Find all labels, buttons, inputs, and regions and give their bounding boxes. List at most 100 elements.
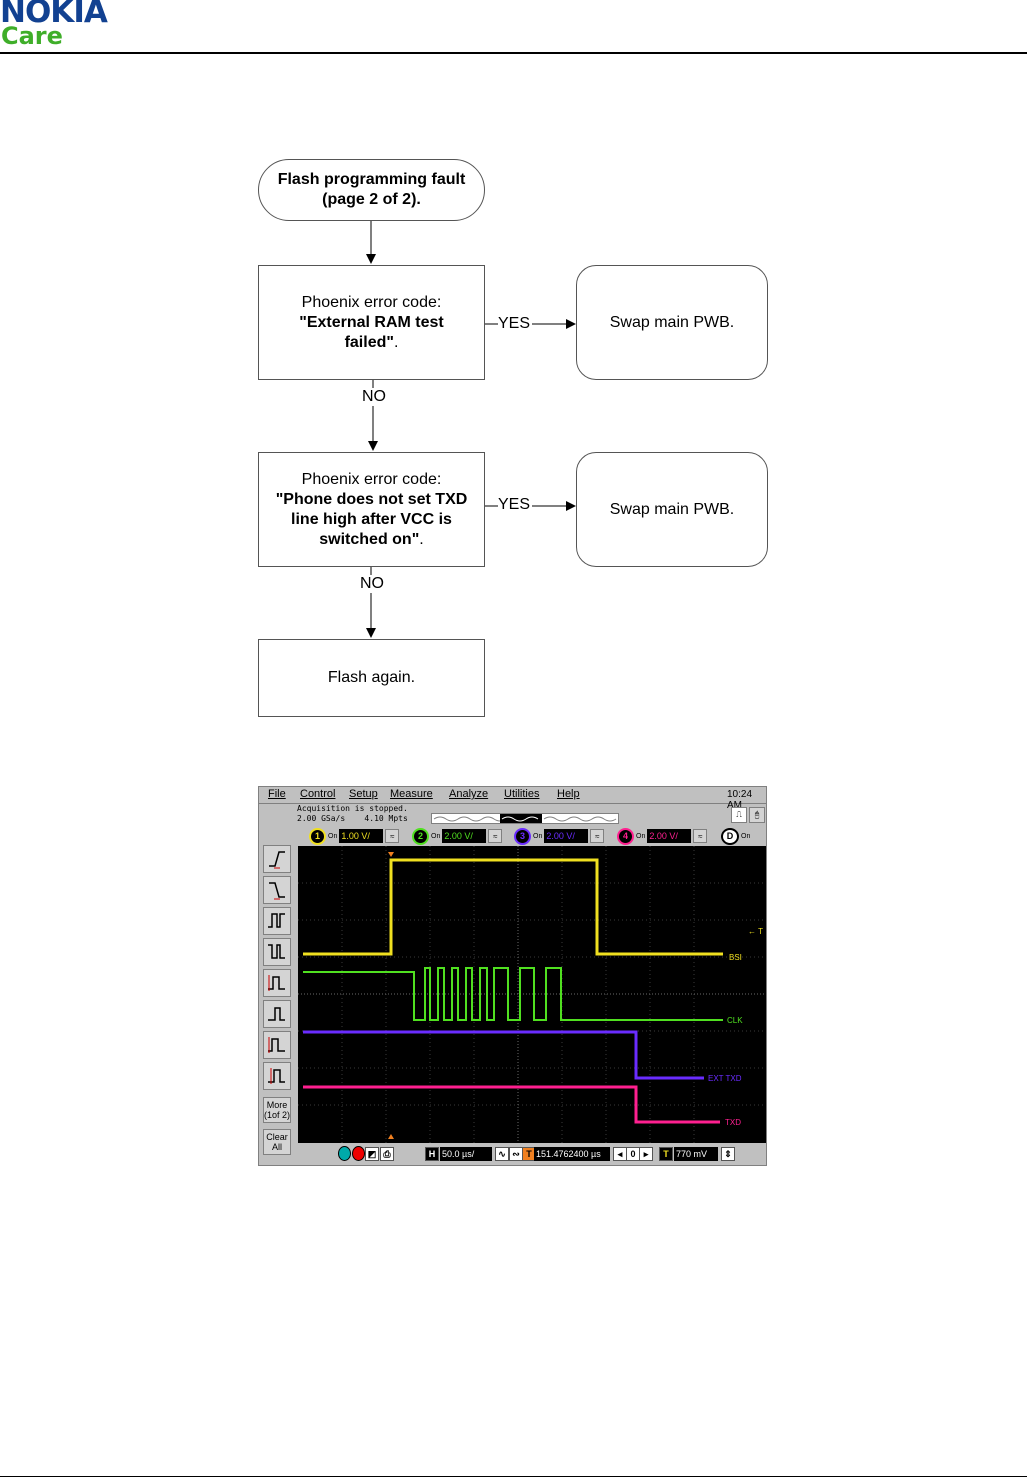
scope-clock: 10:24 AM xyxy=(727,789,753,811)
trigger-level-value[interactable]: 770 mV xyxy=(674,1147,718,1161)
scope-mouse-icon[interactable]: 🖰 xyxy=(749,807,765,823)
fall-time-tool-icon[interactable] xyxy=(263,1062,291,1090)
step2-yes-result-text: Swap main PWB. xyxy=(609,500,735,518)
step1-prefix: Phoenix error code: xyxy=(301,293,442,311)
single-icon[interactable]: ◩ xyxy=(365,1147,379,1161)
digital-badge-icon[interactable]: D xyxy=(721,827,739,845)
channel4-coupling-icon[interactable]: ≈ xyxy=(693,829,708,843)
channel3-controls[interactable]: 3 On 2.00 V/ ≈ xyxy=(514,827,605,845)
flow-end-box: Flash again. xyxy=(258,639,485,717)
label-ext-txd: EXT TXD xyxy=(708,1074,742,1083)
label-bsi: BSI xyxy=(729,953,742,962)
channel2-on[interactable]: On xyxy=(431,832,441,840)
neg-pulse-tool-icon[interactable] xyxy=(263,938,291,966)
channel3-coupling-icon[interactable]: ≈ xyxy=(590,829,605,843)
channel2-controls[interactable]: 2 On 2.00 V/ ≈ xyxy=(412,827,503,845)
pulse-width-tool-icon[interactable] xyxy=(263,907,291,935)
scope-run-mode-icon[interactable]: ⎍ xyxy=(731,807,747,823)
header-rule xyxy=(0,52,1027,54)
rising-edge-tool-icon[interactable] xyxy=(263,845,291,873)
delay-value[interactable]: 151.4762400 µs xyxy=(534,1147,610,1161)
timebase-zoom-icon[interactable]: ∾ xyxy=(509,1147,523,1161)
print-icon[interactable]: ⎙ xyxy=(380,1147,394,1161)
digital-controls[interactable]: D On xyxy=(721,827,750,845)
status-line2: 2.00 GSa/s 4.10 Mpts xyxy=(297,814,408,823)
step1-yes-result-text: Swap main PWB. xyxy=(609,313,735,331)
delay-zero-icon[interactable]: 0 xyxy=(626,1147,640,1161)
step2-suffix: . xyxy=(419,530,424,548)
trace-bsi xyxy=(303,858,723,956)
trigger-marker-bottom xyxy=(388,1134,394,1139)
period-tool-icon[interactable] xyxy=(263,969,291,997)
channel1-controls[interactable]: 1 On 1.00 V/ ≈ xyxy=(309,827,400,845)
oscilloscope-screenshot: File Control Setup Measure Analyze Utili… xyxy=(258,786,767,1166)
falling-edge-tool-icon[interactable] xyxy=(263,876,291,904)
timebase-mode-icon[interactable]: ∿ xyxy=(495,1147,509,1161)
channel2-badge[interactable]: 2 xyxy=(412,827,429,845)
channel3-on[interactable]: On xyxy=(533,832,543,840)
run-icon[interactable] xyxy=(338,1146,351,1161)
start-line1: Flash programming fault xyxy=(277,171,466,188)
menu-utilities[interactable]: Utilities xyxy=(504,788,540,800)
clear-all-button[interactable]: Clear All xyxy=(263,1129,291,1155)
trace-txd xyxy=(303,1085,720,1124)
nokia-logo: NOKIA xyxy=(0,0,108,30)
overview-wave-icon xyxy=(433,814,617,823)
delay-left-icon[interactable]: ◂ xyxy=(613,1147,627,1161)
label-txd: TXD xyxy=(725,1118,741,1127)
channel4-controls[interactable]: 4 On 2.00 V/ ≈ xyxy=(617,827,708,845)
step2-yes-result: Swap main PWB. xyxy=(576,452,768,567)
channel1-on[interactable]: On xyxy=(328,832,338,840)
channel2-coupling-icon[interactable]: ≈ xyxy=(488,829,503,843)
channel1-coupling-icon[interactable]: ≈ xyxy=(385,829,400,843)
menu-control[interactable]: Control xyxy=(300,788,336,800)
stop-icon[interactable] xyxy=(352,1146,365,1161)
trigger-marker-top xyxy=(388,852,394,857)
flow-start-terminal: Flash programming fault (page 2 of 2). xyxy=(258,159,485,221)
end-text: Flash again. xyxy=(327,669,416,686)
scope-status: Acquisition is stopped. 2.00 GSa/s 4.10 … xyxy=(297,804,408,824)
trigger-level-marker: ← T xyxy=(748,927,763,936)
step2-bold: "Phone does not set TXD line high after … xyxy=(275,490,468,548)
scope-overview-bar[interactable] xyxy=(431,813,619,824)
flow-step2-decision: Phoenix error code: "Phone does not set … xyxy=(258,452,485,567)
trace-ext-txd xyxy=(303,1030,704,1080)
flow-step1-decision: Phoenix error code: "External RAM test f… xyxy=(258,265,485,380)
rise-time-tool-icon[interactable] xyxy=(263,1031,291,1059)
channel4-scale[interactable]: 2.00 V/ xyxy=(647,829,692,843)
channel4-on[interactable]: On xyxy=(636,832,646,840)
menu-setup[interactable]: Setup xyxy=(349,788,378,800)
trigger-level-stepper-icon[interactable]: ⇕ xyxy=(721,1147,735,1161)
horizontal-label: H xyxy=(425,1147,439,1161)
step2-no-label: NO xyxy=(360,575,384,592)
menu-help[interactable]: Help xyxy=(557,788,580,800)
menu-measure[interactable]: Measure xyxy=(390,788,433,800)
timebase-value[interactable]: 50.0 µs/ xyxy=(440,1147,492,1161)
channel1-scale[interactable]: 1.00 V/ xyxy=(339,829,384,843)
more-button[interactable]: More (1of 2) xyxy=(263,1097,291,1123)
step1-yes-label: YES xyxy=(498,315,531,332)
menu-analyze[interactable]: Analyze xyxy=(449,788,489,800)
status-line1: Acquisition is stopped. xyxy=(297,804,408,813)
digital-on[interactable]: On xyxy=(741,832,751,840)
menu-file[interactable]: File xyxy=(268,788,286,800)
step2-yes-label: YES xyxy=(498,496,531,513)
footer-rule xyxy=(0,1476,1027,1477)
trace-clk xyxy=(303,967,723,1021)
channel3-badge[interactable]: 3 xyxy=(514,827,531,845)
delay-right-icon[interactable]: ▸ xyxy=(639,1147,653,1161)
step1-yes-result: Swap main PWB. xyxy=(576,265,768,380)
channel4-badge[interactable]: 4 xyxy=(617,827,634,845)
waveform-display xyxy=(298,846,766,1143)
step1-bold: "External RAM test failed" xyxy=(299,313,444,351)
step1-suffix: . xyxy=(393,333,399,351)
frequency-tool-icon[interactable] xyxy=(263,1000,291,1028)
start-line2: (page 2 of 2). xyxy=(322,191,421,208)
flowchart-connectors xyxy=(366,221,576,638)
channel3-scale[interactable]: 2.00 V/ xyxy=(544,829,589,843)
scope-menubar xyxy=(259,787,766,804)
channel2-scale[interactable]: 2.00 V/ xyxy=(442,829,487,843)
step2-prefix: Phoenix error code: xyxy=(301,470,442,488)
care-logo: Care xyxy=(1,22,63,50)
channel1-badge[interactable]: 1 xyxy=(309,827,326,845)
